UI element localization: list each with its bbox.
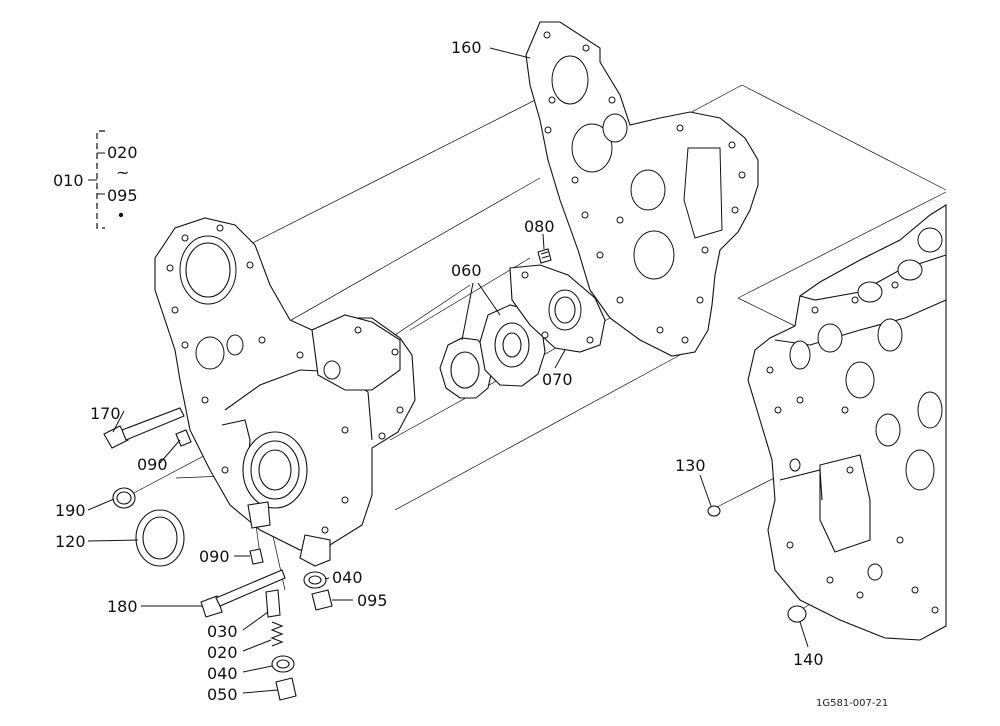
label-080: 080 <box>524 217 555 236</box>
label-120: 120 <box>55 532 86 551</box>
case-bolt-holes <box>166 224 404 534</box>
label-020-group: 020 <box>107 143 138 162</box>
figure-reference: 1G581-007-21 <box>816 698 888 709</box>
oil-pump-rotors-060 <box>439 304 546 399</box>
label-180: 180 <box>107 597 138 616</box>
bolt-180 <box>200 569 286 618</box>
bolt-170 <box>103 407 185 449</box>
o-ring-140 <box>787 605 807 623</box>
label-060: 060 <box>451 261 482 280</box>
spring-020 <box>270 621 284 647</box>
label-170: 170 <box>90 404 121 423</box>
plug-090-lower <box>249 548 264 565</box>
label-140: 140 <box>793 650 824 669</box>
label-020-lower: 020 <box>207 643 238 662</box>
washer-040-lower <box>271 655 295 673</box>
o-ring-130 <box>707 505 721 517</box>
oil-seal-120 <box>135 509 185 567</box>
label-010: 010 <box>53 171 84 190</box>
group-bullet <box>118 212 124 218</box>
washer-040-upper <box>303 571 327 589</box>
label-040-lower: 040 <box>207 664 238 683</box>
group-bracket <box>96 130 105 229</box>
label-tilde: ~ <box>116 163 129 182</box>
gasket-plate-160 <box>525 21 759 357</box>
label-090-upper: 090 <box>137 455 168 474</box>
label-130: 130 <box>675 456 706 475</box>
gasket-bolt-holes <box>543 31 746 344</box>
plug-050 <box>275 677 297 701</box>
label-090-lower: 090 <box>199 547 230 566</box>
screw-080 <box>537 248 552 264</box>
leader-lines <box>87 47 809 694</box>
cap-190 <box>112 487 136 509</box>
engine-block <box>747 204 947 641</box>
label-095-lower: 095 <box>357 591 388 610</box>
block-bolt-holes <box>766 281 939 614</box>
plug-090-upper <box>175 429 192 447</box>
label-030: 030 <box>207 622 238 641</box>
label-040-upper: 040 <box>332 568 363 587</box>
label-190: 190 <box>55 501 86 520</box>
label-070: 070 <box>542 370 573 389</box>
valve-030 <box>265 589 281 618</box>
gear-case-010 <box>154 217 416 567</box>
label-050: 050 <box>207 685 238 704</box>
label-160: 160 <box>451 38 482 57</box>
part-labels: 160 010 020 ~ 095 080 060 070 170 090 19… <box>53 38 888 709</box>
label-095-group: 095 <box>107 186 138 205</box>
plug-095-lower <box>311 589 333 611</box>
pump-cover-070 <box>509 264 606 353</box>
